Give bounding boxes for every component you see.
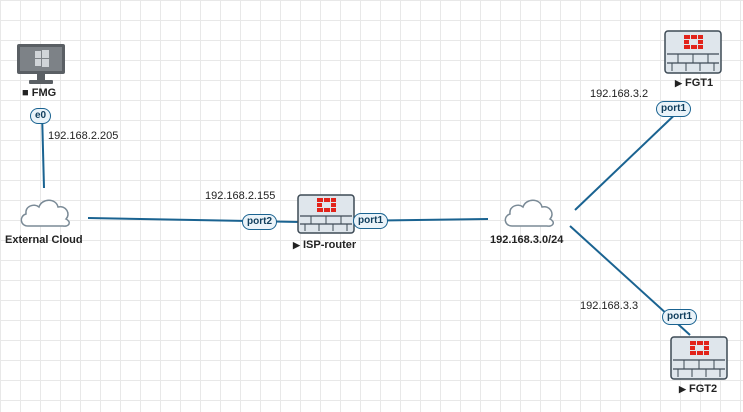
fgt2-port1[interactable]: port1 [662,309,697,325]
fgt1-port1[interactable]: port1 [656,101,691,117]
link-network-fgt1[interactable] [574,104,686,211]
external-cloud-node[interactable] [16,194,74,230]
fmg-node[interactable] [15,42,67,86]
cloud-icon [20,199,71,227]
external-cloud-label: External Cloud [5,234,83,246]
link-fmg-external-cloud[interactable] [41,111,45,189]
network-label: 192.168.3.0/24 [490,234,564,246]
fgt2-node[interactable] [670,336,728,380]
fmg-name: FMG [31,87,57,99]
fgt2-ip: 192.168.3.3 [580,300,639,312]
isp-label: ▶ ISP-router [293,239,356,251]
fgt1-node[interactable] [664,30,722,74]
network-cloud-node[interactable] [500,194,558,230]
cloud-icon [504,199,555,227]
fortigate-icon [297,194,355,234]
fortigate-icon [664,30,722,74]
fmg-port-e0[interactable]: e0 [30,108,52,124]
fmg-ip: 192.168.2.205 [48,130,119,142]
fgt2-label: ▶ FGT2 [679,383,717,395]
isp-router-node[interactable] [297,194,355,234]
isp-marker: ▶ [293,240,300,250]
fgt1-marker: ▶ [675,78,682,88]
fgt2-name: FGT2 [688,383,718,395]
isp-port2[interactable]: port2 [242,214,277,230]
fgt1-ip: 192.168.3.2 [590,88,649,100]
fgt1-label: ▶ FGT1 [675,77,713,89]
fmg-label: ■ FMG [22,87,56,99]
monitor-windows-icon [17,44,65,84]
fgt1-name: FGT1 [684,77,714,89]
isp-ip: 192.168.2.155 [205,190,276,202]
isp-name: ISP-router [302,239,357,251]
fortigate-icon [670,336,728,380]
isp-port1[interactable]: port1 [353,213,388,229]
fgt2-marker: ▶ [679,384,686,394]
fmg-marker: ■ [22,87,29,99]
